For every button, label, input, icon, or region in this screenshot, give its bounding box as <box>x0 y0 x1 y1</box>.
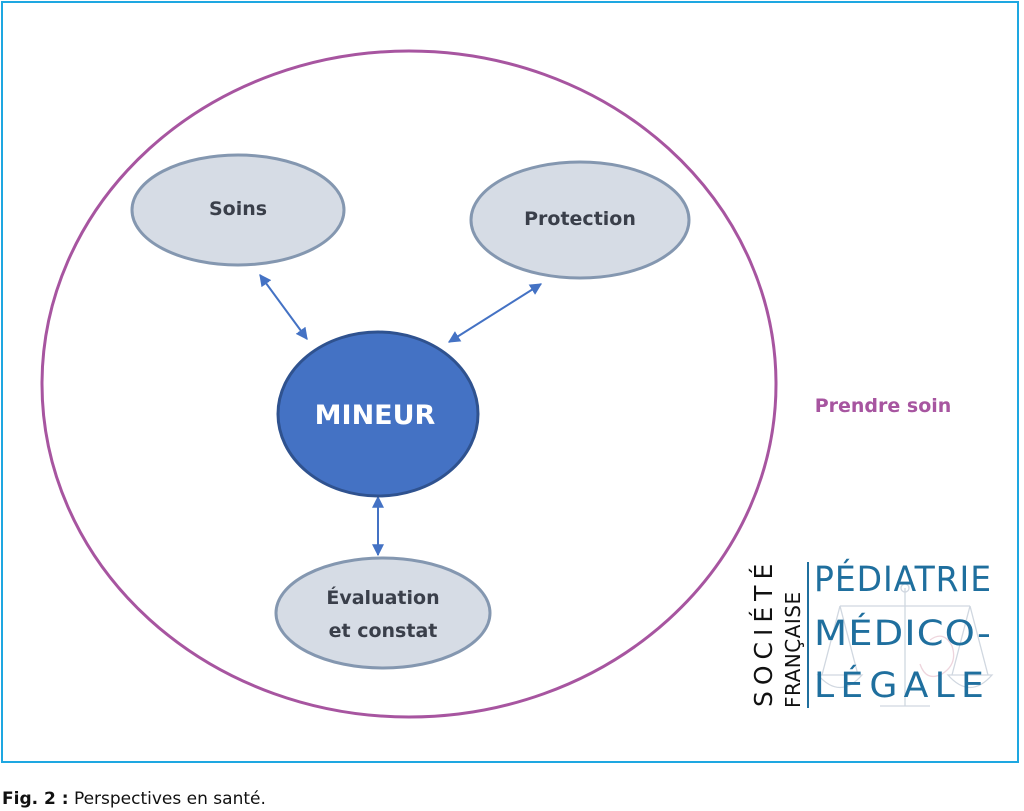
node-evaluation: Évaluation et constat <box>274 556 492 670</box>
outer-care-circle <box>40 49 778 719</box>
node-soins-label: Soins <box>209 198 267 220</box>
logo-francaise-text: FRANÇAISE <box>781 591 805 708</box>
caption-text: Perspectives en santé. <box>73 789 266 809</box>
logo-line-medico: MÉDICO- <box>814 612 992 654</box>
figure-frame <box>1 1 1019 763</box>
node-protection-label: Protection <box>524 208 636 230</box>
perspectives-diagram: Prendre soin Soins Protection MINEUR Éva… <box>40 49 994 719</box>
caption-fig-label: Fig. 2 : <box>2 789 69 809</box>
spml-logo: SOCIÉTÉ FRANÇAISE PÉDIATRIE MÉDICO- LÉGA… <box>749 558 994 708</box>
node-evaluation-label-line2: et constat <box>329 620 438 642</box>
node-mineur-label: MINEUR <box>315 400 436 431</box>
node-protection: Protection <box>469 160 691 280</box>
figure-caption: Fig. 2 : Perspectives en santé. <box>2 789 266 809</box>
logo-line-legale: LÉGALE <box>814 664 990 706</box>
logo-line-pediatrie: PÉDIATRIE <box>814 558 992 600</box>
arrow-soins-mineur <box>259 274 308 340</box>
node-mineur: MINEUR <box>276 330 480 498</box>
logo-societe-francaise: SOCIÉTÉ FRANÇAISE <box>749 558 805 708</box>
arrow-protection-mineur <box>447 283 543 343</box>
outer-label: Prendre soin <box>815 395 952 417</box>
node-soins: Soins <box>130 153 346 267</box>
scale-illustration <box>816 583 994 707</box>
node-evaluation-label-line1: Évaluation <box>326 586 439 609</box>
logo-societe-text: SOCIÉTÉ <box>749 558 778 707</box>
